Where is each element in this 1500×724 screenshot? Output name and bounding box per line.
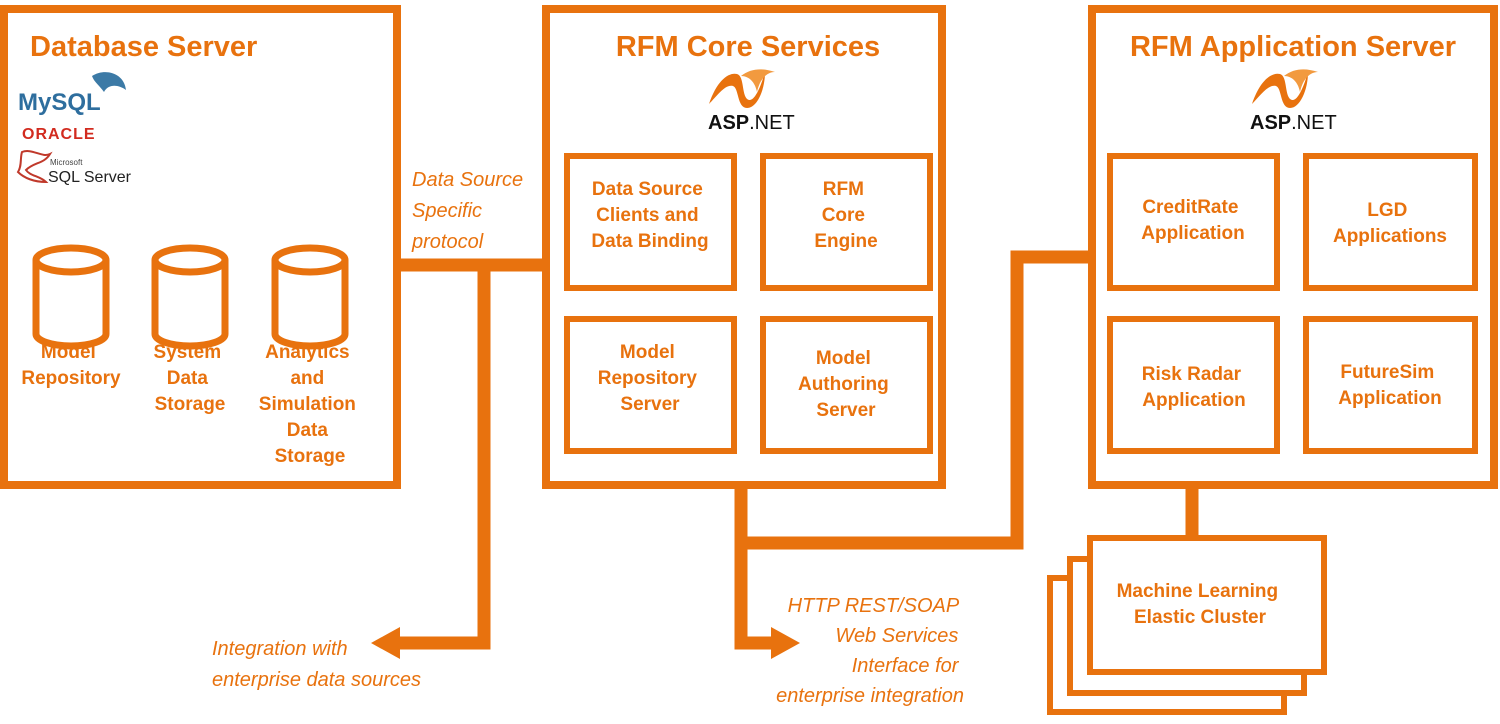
- svg-text:MySQL: MySQL: [18, 89, 101, 116]
- cluster-node-front: [1087, 535, 1327, 675]
- rfm-core-engine-module: RFM Core Engine: [760, 153, 933, 291]
- protocol-note: Data Source Specific protocol: [411, 169, 529, 253]
- svg-text:System Data St: System Data Storage: [154, 342, 227, 415]
- database-server-box: Database Server MySQL ORACLE Microsoft S…: [0, 5, 401, 489]
- creditrate-app: CreditRate Application: [1107, 153, 1280, 291]
- svg-text:CreditRate Application: CreditRate Application: [1141, 197, 1244, 244]
- aspnet-logo: ASP.NET: [1250, 69, 1337, 134]
- dolphin-icon: [92, 72, 126, 92]
- svg-text:Microsoft: Microsoft: [50, 158, 83, 167]
- lgd-app: LGD Applications: [1303, 153, 1478, 291]
- web-services-line: [734, 543, 772, 650]
- web-services-arrow: [771, 627, 800, 659]
- svg-text:Model Authoring: Model Authoring Server: [798, 348, 894, 421]
- analytics-simulation-data-storage-store: Analytics and Simulation Data Storage: [259, 248, 361, 467]
- ml-cluster: Machine Learning Elastic Cluster: [1047, 535, 1327, 715]
- svg-text:Analytics and: Analytics and Simulation Data Storage: [259, 342, 361, 467]
- svg-text:ASP.NET: ASP.NET: [708, 112, 795, 134]
- model-repository-server-module: Model Repository Server: [564, 316, 737, 454]
- svg-text:FutureSim Application: FutureSim Application: [1338, 362, 1441, 409]
- app-server-title: RFM Application Server: [1130, 31, 1456, 63]
- svg-text:Risk Radar Application: Risk Radar Application: [1142, 364, 1247, 411]
- futuresim-app: FutureSim Application: [1303, 316, 1478, 454]
- svg-text:ASP.NET: ASP.NET: [1250, 112, 1337, 134]
- model-repository-store: Model Repository: [21, 248, 121, 389]
- integration-line: [395, 265, 491, 650]
- app-server-box: RFM Application Server ASP.NET CreditRat…: [1088, 5, 1498, 489]
- core-services-title: RFM Core Services: [616, 31, 880, 63]
- svg-text:RFM Core Engin: RFM Core Engine: [814, 179, 877, 252]
- oracle-logo: ORACLE: [22, 126, 96, 143]
- integration-note: Integration with enterprise data sources: [212, 638, 421, 691]
- svg-text:Model Repository: Model Repository: [21, 342, 121, 389]
- system-data-storage-store: System Data Storage: [154, 248, 227, 415]
- integration-arrow: [371, 627, 400, 659]
- risk-radar-app: Risk Radar Application: [1107, 316, 1280, 454]
- database-server-title: Database Server: [30, 31, 257, 63]
- aspnet-logo: ASP.NET: [708, 69, 795, 134]
- svg-text:Data Source Clients an: Data Source Clients and Data Binding: [591, 179, 708, 252]
- svg-text:LGD Applications: LGD Applications: [1333, 200, 1447, 247]
- svg-text:SQL Server: SQL Server: [48, 169, 132, 186]
- data-source-clients-module: Data Source Clients and Data Binding: [564, 153, 737, 291]
- svg-text:Model Repository: Model Repository Server: [598, 342, 703, 415]
- connectors: [395, 250, 1199, 650]
- core-services-box: RFM Core Services ASP.NET Data Source Cl…: [542, 5, 946, 489]
- web-services-note: HTTP REST/SOAP Web Services Interface fo…: [776, 595, 964, 707]
- mysql-logo: MySQL: [18, 72, 126, 116]
- svg-text:Machine Learning Elastic: Machine Learning Elastic Cluster: [1117, 581, 1284, 628]
- model-authoring-server-module: Model Authoring Server: [760, 316, 933, 454]
- svg-text:ORACLE: ORACLE: [22, 126, 96, 143]
- sql-server-flag-icon: [16, 150, 53, 184]
- sql-server-logo: Microsoft SQL Server: [16, 150, 132, 186]
- core-to-app-line: [734, 250, 1092, 550]
